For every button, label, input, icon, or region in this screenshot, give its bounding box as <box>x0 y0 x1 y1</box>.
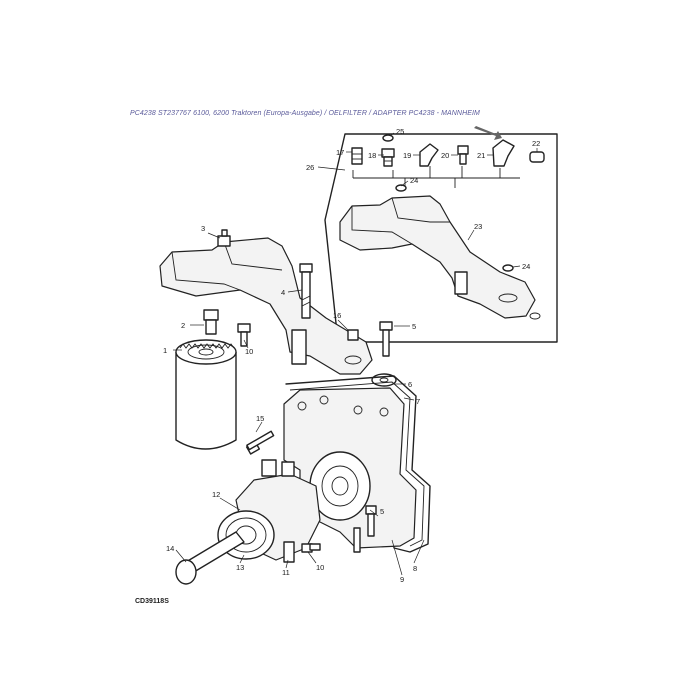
callout-20: 20 <box>441 151 449 160</box>
callout-2: 2 <box>181 321 185 330</box>
leader-lines <box>173 132 538 576</box>
callout-9: 9 <box>400 575 404 584</box>
bolt-4 <box>299 263 313 319</box>
callout-26: 26 <box>306 163 314 172</box>
diagram-title: PC4238 ST237767 6100, 6200 Traktoren (Eu… <box>130 110 480 117</box>
cap-22 <box>529 151 545 163</box>
callout-3: 3 <box>201 224 205 233</box>
callout-labels: 1 2 3 4 5 5 6 7 8 9 10 10 11 12 13 14 15… <box>163 127 540 584</box>
callout-23: 23 <box>474 222 482 231</box>
fitting-21 <box>492 139 515 167</box>
main-adapter-bracket <box>159 237 373 375</box>
washer-25 <box>382 134 394 142</box>
callout-10a: 10 <box>245 347 253 356</box>
callout-5b: 5 <box>380 507 384 516</box>
callout-22: 22 <box>532 139 540 148</box>
bolt-10-upper <box>237 323 251 347</box>
callout-11: 11 <box>282 568 290 577</box>
fitting-17 <box>351 147 363 165</box>
callout-14: 14 <box>166 544 174 553</box>
drawing-code: CD39118S <box>135 598 169 605</box>
callout-4: 4 <box>281 288 285 297</box>
fitting-16 <box>344 329 362 365</box>
washer-24-upper <box>395 184 407 192</box>
shaft-14 <box>175 531 245 585</box>
callout-25: 25 <box>396 127 404 136</box>
bolt-10-lower <box>301 543 321 553</box>
callout-10b: 10 <box>316 563 324 572</box>
callout-13: 13 <box>236 563 244 572</box>
callout-15: 15 <box>256 414 264 423</box>
plug-3 <box>217 229 231 247</box>
arrow-symbol <box>474 126 502 140</box>
bolt-5-upper <box>379 321 393 357</box>
stud-9 <box>353 527 361 553</box>
bracket-23-inset <box>339 195 541 320</box>
callout-12: 12 <box>212 490 220 499</box>
callout-8: 8 <box>413 564 417 573</box>
washer-24-lower <box>502 264 514 272</box>
callout-1: 1 <box>163 346 167 355</box>
fitting-19 <box>419 143 439 167</box>
callout-7: 7 <box>416 397 420 406</box>
inset-frame <box>324 133 558 343</box>
callout-16: 16 <box>333 311 341 320</box>
inset-fittings-row <box>352 166 520 188</box>
fitting-18 <box>381 148 395 167</box>
callout-24b: 24 <box>522 262 530 271</box>
callout-19: 19 <box>403 151 411 160</box>
callout-18: 18 <box>368 151 376 160</box>
nipple-2 <box>203 309 219 335</box>
bolt-15 <box>245 430 275 455</box>
callout-6: 6 <box>408 380 412 389</box>
callout-21: 21 <box>477 151 485 160</box>
bolt-5-lower <box>365 505 377 537</box>
oil-filter-1 <box>175 339 237 450</box>
callout-24a: 24 <box>410 176 418 185</box>
callout-17: 17 <box>336 148 344 157</box>
bolt-11 <box>283 541 295 563</box>
fitting-20 <box>457 145 469 165</box>
callout-5a: 5 <box>412 322 416 331</box>
